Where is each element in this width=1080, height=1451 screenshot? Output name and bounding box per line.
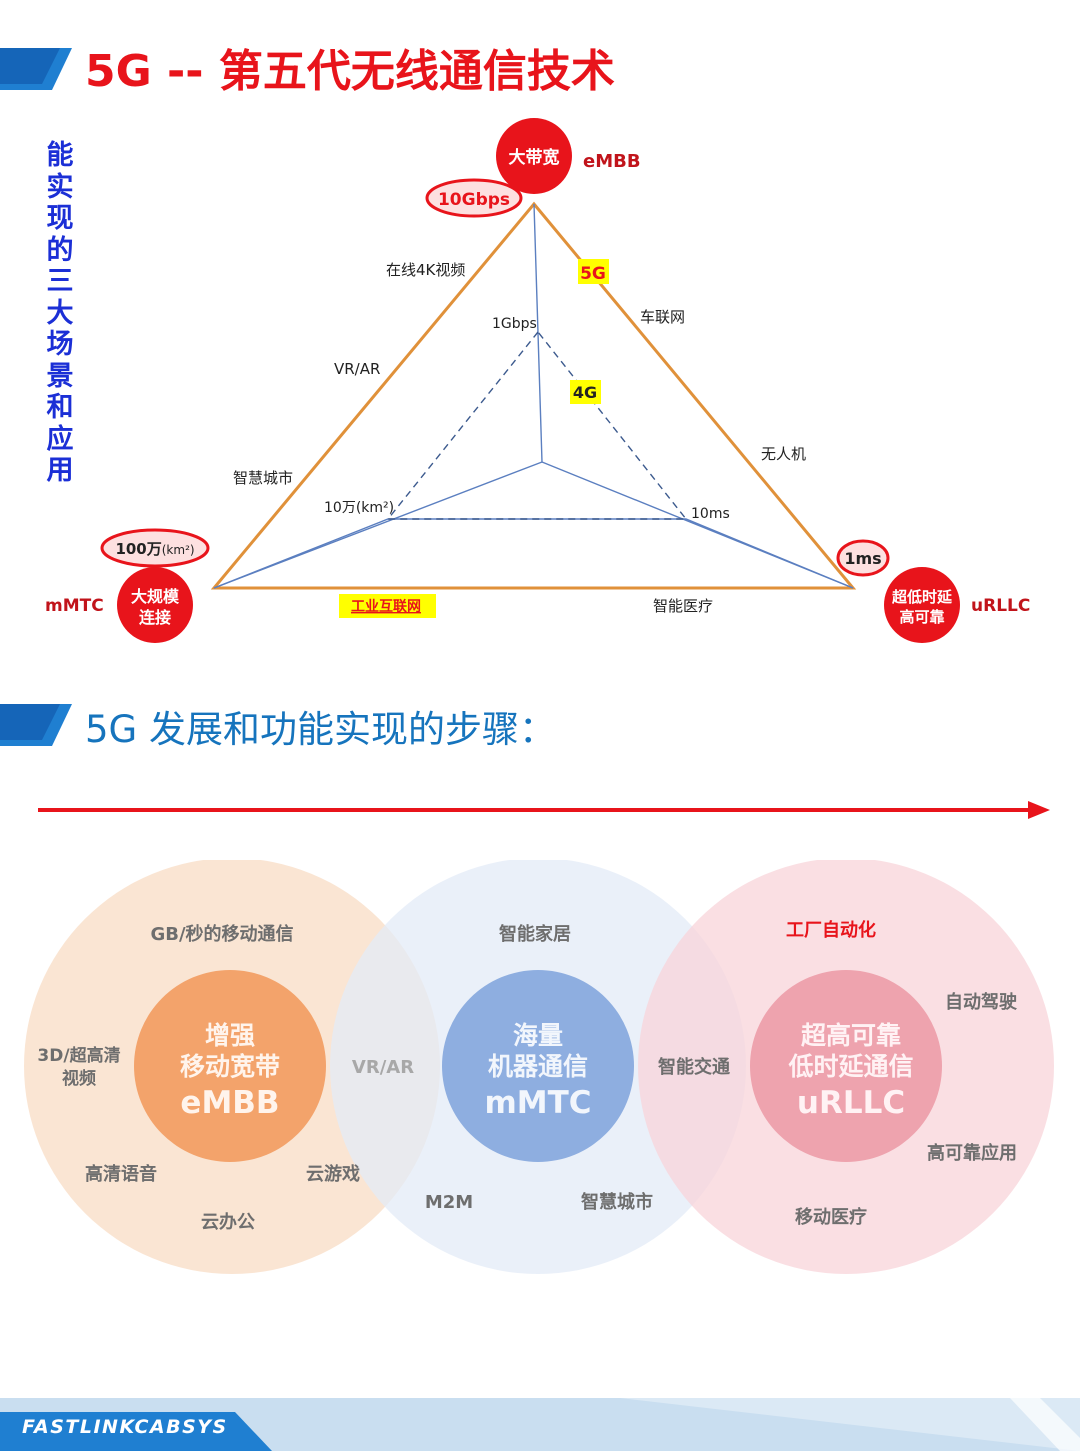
app-factory-automation: 工厂自动化 [786, 919, 876, 941]
app-high-reliability: 高可靠应用 [927, 1142, 1017, 1164]
metric-10gbps: 10Gbps [438, 190, 510, 210]
app-industrial-bg [339, 594, 436, 618]
venn-core-urllc [750, 970, 942, 1162]
footer-brand: FASTLINKCABSYS [22, 1416, 228, 1438]
urllc-badge-line1: 超低时延 [891, 588, 953, 606]
mmtc-badge-line1: 大规模 [131, 587, 180, 606]
app-smart-city: 智慧城市 [233, 469, 293, 487]
scenario-triangle-diagram: 大带宽 eMBB 10Gbps 大规模 连接 mMTC 100万(km²) 超低… [45, 118, 1030, 643]
venn-diagram: 增强 移动宽带 eMBB 海量 机器通信 mMTC 超高可靠 低时延通信 uRL… [24, 860, 1054, 1274]
app-cloud-office: 云办公 [201, 1211, 255, 1233]
app-mobile-medical: 移动医疗 [795, 1206, 867, 1228]
overlap-vr-ar: VR/AR [352, 1057, 414, 1078]
inner-base-left [213, 518, 854, 589]
subheader-stripe [0, 704, 72, 746]
urllc-core-line3: uRLLC [797, 1085, 905, 1121]
header-stripe [0, 48, 72, 90]
urllc-badge-line2: 高可靠 [899, 608, 944, 626]
mmtc-core-line3: mMTC [484, 1085, 591, 1121]
urllc-code: uRLLC [971, 596, 1030, 616]
tag-4g-bg [570, 380, 601, 404]
app-3d-uhd: 3D/超高清 [37, 1045, 120, 1066]
embb-badge-label: 大带宽 [509, 147, 560, 168]
inner-label-1gbps: 1Gbps [492, 316, 537, 332]
metric-100w: 100万(km²) [115, 540, 194, 558]
mmtc-core-line2: 机器通信 [488, 1052, 588, 1081]
embb-code: eMBB [583, 151, 641, 172]
app-hd-voice: 高清语音 [85, 1163, 157, 1185]
app-video: 视频 [62, 1068, 96, 1089]
app-industrial-internet: 工业互联网 [351, 599, 421, 615]
side-caption: 能实现的三大场景和应用 [46, 140, 74, 486]
page-title: 5G -- 第五代无线通信技术 [85, 46, 615, 97]
section-subtitle: 5G 发展和功能实现的步骤： [85, 708, 556, 751]
app-gb-mobile: GB/秒的移动通信 [150, 923, 293, 945]
mmtc-badge [117, 567, 193, 643]
urllc-core-line1: 超高可靠 [801, 1021, 901, 1050]
5g-triangle [210, 201, 857, 590]
embb-core-line3: eMBB [180, 1085, 279, 1121]
embb-core-line1: 增强 [205, 1021, 255, 1050]
mmtc-core-line1: 海量 [513, 1021, 563, 1050]
app-smart-medical: 智能医疗 [653, 597, 713, 615]
metric-1ms: 1ms [844, 549, 881, 568]
urllc-badge [884, 567, 960, 643]
metric-100w-ellipse [100, 528, 210, 568]
app-m2m: M2M [425, 1192, 473, 1213]
mmtc-code: mMTC [45, 596, 104, 616]
4g-triangle [386, 330, 688, 520]
tag-5g-bg [578, 259, 609, 284]
app-autonomous-driving: 自动驾驶 [945, 991, 1017, 1013]
app-online-4k: 在线4K视频 [386, 261, 465, 279]
app-smart-home: 智能家居 [499, 923, 571, 945]
app-drone: 无人机 [761, 445, 806, 463]
metric-10gbps-ellipse [425, 178, 523, 218]
urllc-core-line2: 低时延通信 [787, 1052, 913, 1081]
progress-arrow [38, 801, 1050, 819]
tag-5g: 5G [580, 264, 606, 284]
mmtc-badge-line2: 连接 [139, 608, 171, 627]
inner-label-10w: 10万(km²) [324, 500, 394, 516]
app-vr-ar: VR/AR [334, 360, 380, 378]
embb-core-line2: 移动宽带 [180, 1052, 280, 1081]
venn-core-mmtc [442, 970, 634, 1162]
overlap-smart-traffic: 智能交通 [658, 1056, 730, 1078]
footer-band [0, 1398, 1080, 1451]
app-smart-city-venn: 智慧城市 [581, 1191, 653, 1213]
inner-label-10ms: 10ms [691, 506, 730, 522]
tag-4g: 4G [573, 383, 597, 402]
venn-core-embb [134, 970, 326, 1162]
metric-1ms-ellipse [836, 539, 890, 577]
app-cloud-gaming: 云游戏 [306, 1163, 360, 1185]
app-car-network: 车联网 [640, 308, 685, 326]
embb-badge [496, 118, 572, 194]
